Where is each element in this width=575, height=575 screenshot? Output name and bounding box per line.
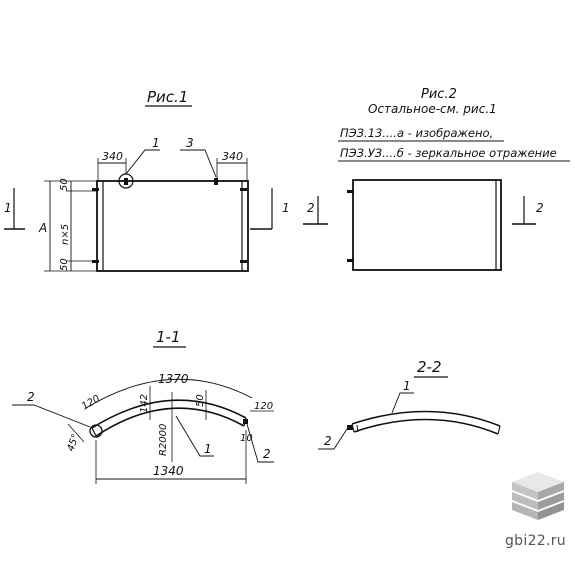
lifting-loop-right (214, 178, 218, 185)
note-b: ПЭЗ.УЗ....б - зеркальное отражение (340, 146, 557, 160)
dim-50-top: 50 (59, 178, 70, 191)
brand-logo-icon (512, 472, 564, 520)
slab2-top-curve (351, 410, 501, 427)
section-1-1: 1-1 1370 1340 120 120 142 50 R2000 45° (12, 328, 274, 484)
pin2-left-top (347, 190, 354, 193)
figure-1-title: Рис.1 (147, 88, 188, 106)
leader-3 (180, 149, 217, 178)
dim-A: A (38, 221, 47, 235)
slab-bottom-curve (95, 407, 245, 437)
figure-2-subtitle: Остальное-см. рис.1 (368, 102, 497, 116)
slab-top-curve (91, 399, 247, 429)
pin-right (243, 419, 248, 424)
pin-left-bottom (92, 260, 99, 263)
angle-line (67, 423, 85, 443)
leader-2-2-left (318, 428, 348, 450)
dim-340-left: 340 (102, 150, 123, 163)
panel2-outline (352, 179, 502, 271)
dim-50-bottom: 50 (59, 258, 70, 271)
dim-arc-1370 (85, 378, 253, 409)
dim-340-right: 340 (222, 150, 243, 163)
slab2-bottom-curve (353, 418, 499, 435)
pin-left-top (92, 188, 99, 191)
section-1-1-title: 1-1 (156, 328, 181, 346)
dim-radius: R2000 (158, 424, 169, 456)
dim-142: 142 (139, 394, 150, 413)
section-2-left: 2 (307, 201, 315, 215)
pin2 (347, 425, 353, 430)
callout-3: 3 (186, 136, 194, 150)
pin-right-top (240, 188, 247, 191)
leader-1 (125, 149, 160, 175)
dim-1340: 1340 (153, 464, 184, 478)
dim-50: 50 (195, 394, 206, 407)
figure-2-title: Рис.2 (421, 87, 457, 102)
callout-1: 1 (152, 136, 160, 150)
leader-1 (175, 415, 214, 457)
watermark-site: gbi22.ru (505, 533, 566, 549)
dim-angle: 45° (65, 433, 81, 453)
slab2-end-right (497, 425, 501, 435)
callout-2-2-1: 1 (403, 379, 411, 393)
callout-2-right: 2 (263, 447, 271, 461)
leader-2-right (246, 423, 274, 463)
dim-10: 10 (240, 433, 253, 444)
dim-pitch: n×5 (60, 224, 71, 245)
callout-1: 1 (204, 442, 212, 456)
callout-2-2-2: 2 (324, 434, 332, 448)
dim-120-left: 120 (80, 394, 102, 413)
callout-2-left: 2 (27, 390, 35, 404)
figure-2: Рис.2 Остальное-см. рис.1 ПЭЗ.13....а - … (303, 87, 570, 271)
leader-2-2-top (391, 392, 414, 414)
section-2-2: 2-2 1 2 (318, 358, 501, 450)
section-1-right: 1 (282, 201, 290, 215)
dim-120-right: 120 (254, 401, 273, 412)
section-2-2-title: 2-2 (417, 358, 442, 376)
figure-1: Рис.1 340 340 1 3 A (4, 88, 290, 272)
slab2-inner-left (356, 424, 359, 433)
leader-2-left (12, 404, 91, 428)
dim-1370: 1370 (158, 372, 189, 386)
panel-outline (96, 180, 249, 272)
lifting-loop-left (124, 178, 128, 185)
pin2-left-bottom (347, 259, 354, 262)
section-2-right: 2 (536, 201, 544, 215)
slab-end-left (91, 427, 97, 437)
section-1-left: 1 (4, 201, 12, 215)
note-a: ПЭЗ.13....а - изображено, (340, 126, 493, 140)
pin-right-bottom (240, 260, 247, 263)
pin-callout-circle (89, 424, 103, 438)
